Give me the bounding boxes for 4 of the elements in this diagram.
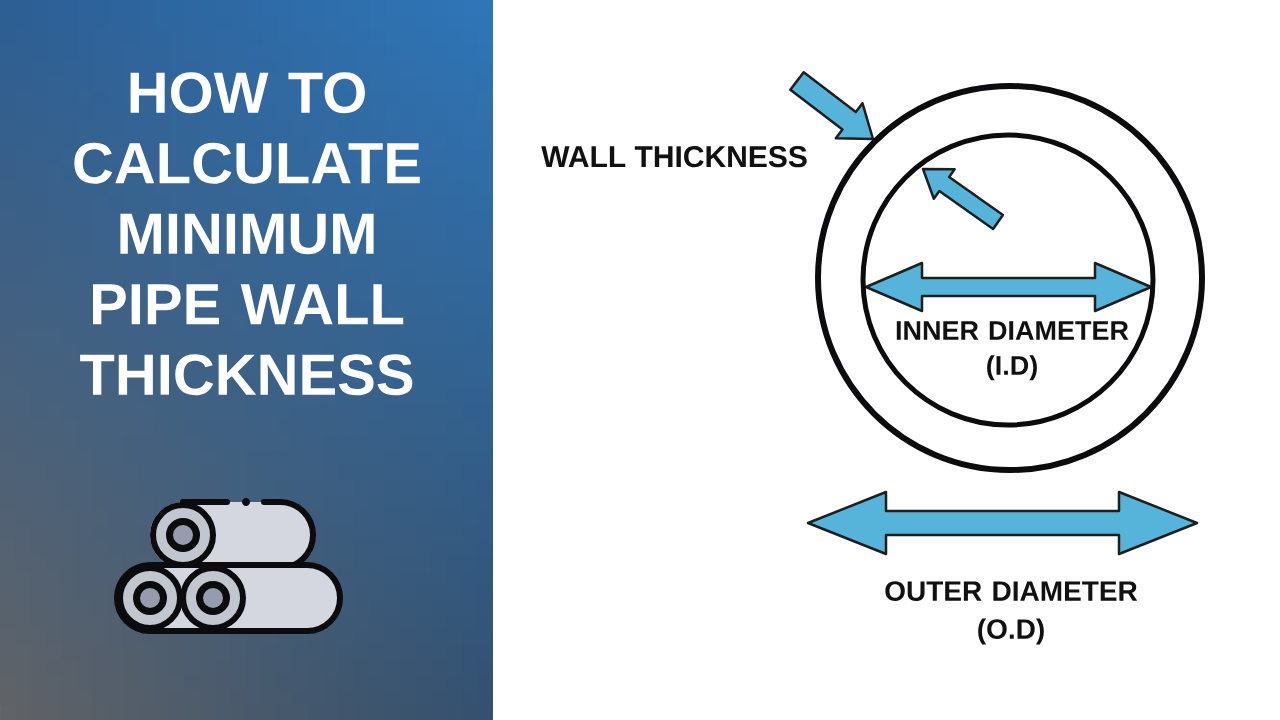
label: WALL THICKNESS [541,146,807,168]
label: OUTER DIAMETER (O.D) [885,581,1138,645]
outer-circle [815,83,1205,473]
title: HOW TO CALCULATE MINIMUM PIPE WALL THICKNESS [74,72,420,396]
